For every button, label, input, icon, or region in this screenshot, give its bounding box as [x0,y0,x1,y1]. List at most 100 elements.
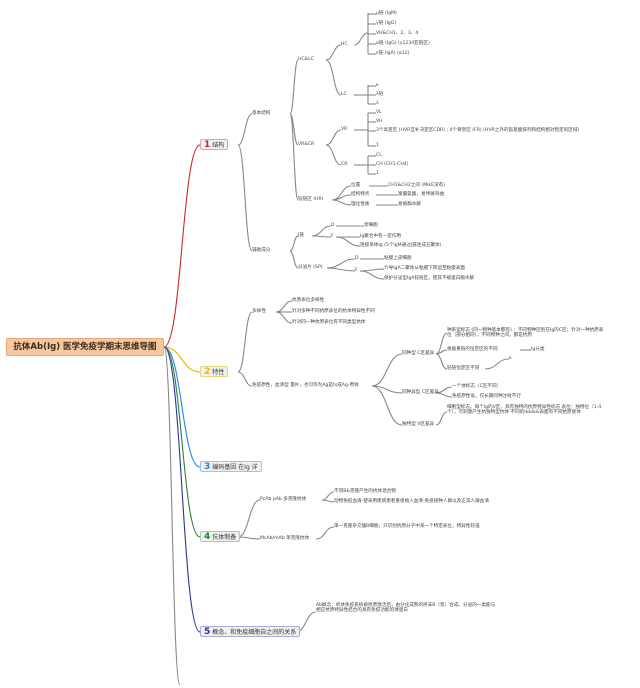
node-polyclonal-item[interactable]: 不同B&克隆产生的抗体混合物 [334,489,396,494]
node-isotype-item[interactable]: 轻链恒定区不同 [447,366,480,371]
node-antigenicity[interactable]: 免疫原性，血清型 量扑，也可作为Ag是ts成Ag-原样 [252,383,359,388]
node-sp-value[interactable]: 介导IgA二聚体从粘膜下转运至粘膜表面 [384,266,465,271]
node-lc-item[interactable]: λ [376,101,379,106]
node-sp-key[interactable]: D [355,256,359,261]
node-polyclonal-item[interactable]: 动物免疫血清-使采用疾病患者重组植入血清-免疫接种人群以及正常人群血清 [334,499,489,504]
node-isotype-item[interactable]: 种系型标志 (同一物种基本都有) ：不同物种区别在Ig的C区；针对一种抗原表位（… [447,328,604,339]
node-sp-key[interactable]: F [355,268,358,273]
node-basic-structure[interactable]: 基本结构 [252,111,271,116]
node-cr-item[interactable]: CH (CH1-CH4) [376,162,409,167]
node-vr-item[interactable]: 1 [376,143,379,148]
node-cr-item[interactable]: CL [376,153,382,158]
root-node[interactable]: 抗体Ab(Ig) 医学免疫学期末思维导图 [6,338,164,356]
node-idiotype[interactable]: 独特型 V区差异 [402,422,435,427]
node-hinge-region[interactable]: 铰链区 (HR) [298,197,324,202]
connector-line [289,59,299,115]
connector-line [326,258,356,269]
branch-number: 4 [204,532,211,542]
node-allotype-item[interactable]: 一个体标志（C区不同） [452,384,502,389]
connector-line [353,32,369,46]
node-lc-item[interactable]: κ [376,83,379,88]
node-j-value[interactable]: 连接单体Ig (5个IgM通过J链连成五聚体) [360,243,442,248]
branch-label: 结构 [212,142,225,149]
connector-line [326,267,356,272]
node-hc-item[interactable]: ε链 (IgA) (α12) [376,51,410,56]
node-allotype-item[interactable]: 免疫原性低，仅长期同种注射不行 [452,394,521,399]
node-isotype-item[interactable]: 根据重链的恒定区的不同 [447,347,498,352]
node-diversity-item[interactable]: 针对多种不同抗原表位的抗体特异性不同 [292,309,375,314]
branch-number: 3 [204,462,211,472]
node-sp-value[interactable]: 粘膜上皮细胞 [384,256,412,261]
node-lc-item[interactable]: λ链 [376,92,384,97]
node-isotype-side[interactable]: κ [509,356,512,361]
connector-line [359,268,385,272]
node-isotype-side[interactable]: Ig分类 [531,347,545,352]
root-link [163,346,201,373]
node-j-key[interactable]: D [331,223,335,228]
node-j-value[interactable]: 浆细胞 [364,223,378,228]
node-hinge-value[interactable]: 富脯氨酸，易伸展弯曲 [398,192,444,197]
node-diversity-item[interactable]: 抗原表位多样性 [292,298,325,303]
node-hc-lc[interactable]: HC&LC [298,57,315,62]
node-cr-item[interactable]: 1 [376,171,379,176]
node-hinge-key[interactable]: 位置 [351,183,361,188]
node-j-key[interactable]: F [331,234,334,239]
connector-line [289,113,299,201]
node-cr[interactable]: CR [341,162,348,167]
node-diversity-item[interactable]: 针对同一种抗原表位有不同类型抗体 [292,320,366,325]
node-polyclonal[interactable]: PcAb pAb 多克隆抗体 [260,497,307,502]
node-vr[interactable]: VR [341,127,348,132]
node-concept-item[interactable]: Ab概念：机体免疫系统被抗原激活后，由分化成熟的终末B（浆）合成、分泌的一类能与… [316,603,496,614]
connector-line [435,411,448,426]
connector-line [331,194,352,201]
connector-line [237,144,253,252]
connector-line [325,44,342,61]
node-j-value[interactable]: Ig聚合中有一定作用 [360,234,402,239]
connector-line [371,385,403,426]
node-monoclonal[interactable]: McAb/mAb 单克隆抗体 [260,536,310,541]
node-sp-value[interactable]: 保护分泌型IgA铰链区，使其不被蛋白酶水解 [384,276,475,281]
node-monoclonal-item[interactable]: 单一克隆杂交瘤B细胞，只识别抗原分子中某一个特定表位，特异性较强 [334,524,480,529]
node-hc-item[interactable]: μ链 (IgM) [376,11,397,16]
node-hinge-value[interactable]: CH1&CH2之间 (MikE没有) [388,183,445,188]
node-hc-item[interactable]: α链 (IgG) (γ1234亚链区) [376,41,430,46]
connector-line [237,536,261,540]
connector-line [435,353,448,370]
node-hc-item[interactable]: γ链 (IgG) [376,21,397,26]
node-vr-item[interactable]: VL [376,110,382,115]
connector-line [321,491,335,501]
node-vr-cr[interactable]: VR&CR [298,142,315,147]
node-j-chain[interactable]: J链 [298,233,304,238]
node-vr-item[interactable]: 3个高变区 (HVR互补决定区CDR) ; 4个骨架区 (FR) (HVR之外的… [376,128,580,133]
node-diversity[interactable]: 多样性 [252,309,266,314]
connector-line [371,353,403,387]
node-hc[interactable]: HC [341,42,348,47]
branch-label: 概念、和免疫细胞自之间的关系 [212,629,297,636]
connector-line [311,225,332,237]
connector-line [289,235,299,252]
node-secretory-piece[interactable]: 分泌片 (SP) [298,265,323,270]
branch-number: 5 [204,627,211,637]
root-link [163,346,201,633]
node-hinge-key[interactable]: 结构特点 [351,192,370,197]
connector-line [315,526,335,540]
node-hc-item[interactable]: VH&CH1、2、3、4 [376,31,419,36]
root-link [163,346,201,468]
node-vr-item[interactable]: VH [376,119,383,124]
node-isotype[interactable]: 同种型 C区差异 [402,351,435,356]
node-idiotype-item[interactable]: 细胞型标志。每个Ig的V区，具有独特的抗原特异性标志 表位：独特位（1-4个），… [447,405,602,416]
root-link [163,346,201,538]
node-hinge-value[interactable]: 易被酶水解 [398,202,421,207]
connector-line [435,349,448,355]
branch-label: 编码基因 在Ig 详 [212,464,258,471]
node-auxiliary[interactable]: 辅助成分 [252,248,271,253]
node-lc[interactable]: LC [341,92,347,97]
connector-line [311,235,332,238]
node-hinge-key[interactable]: 理化性质 [351,202,370,207]
node-allotype[interactable]: 同种异型 C区差异 [402,390,439,395]
